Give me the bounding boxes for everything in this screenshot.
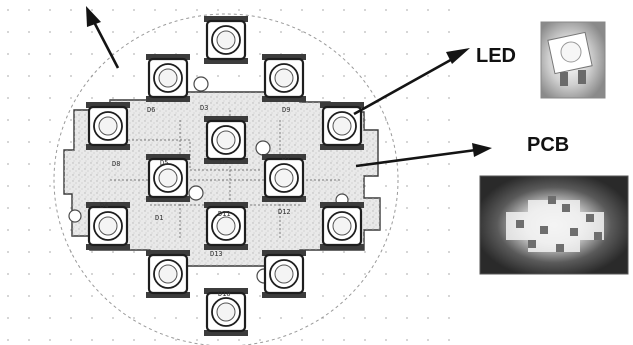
pcb-photo: [479, 175, 629, 275]
led-package: [262, 54, 306, 102]
silkscreen-label: D13: [210, 250, 223, 258]
mounting-hole: [68, 209, 82, 223]
led-package: [320, 102, 364, 150]
led-package: [320, 202, 364, 250]
silkscreen-label: D10: [218, 290, 231, 298]
silkscreen-label: D6: [147, 106, 155, 114]
led-package: [262, 154, 306, 202]
led-label: LED: [476, 45, 516, 67]
led-package: [204, 16, 248, 64]
arrow-pcb: [355, 143, 492, 168]
led-package: [146, 54, 190, 102]
mounting-hole: [188, 185, 204, 201]
mounting-hole: [193, 76, 209, 92]
silkscreen-label: D7: [282, 154, 290, 162]
silkscreen-label: D1: [155, 214, 163, 222]
silkscreen-label: D5: [160, 159, 168, 167]
silkscreen-label: D12: [278, 208, 291, 216]
board-outline: [53, 13, 399, 345]
led-photo: [540, 21, 606, 99]
pcb-label: PCB: [527, 134, 569, 156]
led-package: [204, 116, 248, 164]
led-package: [204, 288, 248, 336]
mounting-hole: [255, 140, 271, 156]
led-package: [262, 250, 306, 298]
silkscreen-label: D8: [112, 160, 120, 168]
led-package: [204, 202, 248, 250]
silkscreen-label: D4: [100, 202, 108, 210]
led-package: [146, 250, 190, 298]
led-package: [86, 202, 130, 250]
arrow-led: [353, 48, 470, 116]
silkscreen-label: D2: [220, 158, 228, 166]
led-package: [146, 154, 190, 202]
led-package: [86, 102, 130, 150]
silkscreen-label: D11: [218, 210, 231, 218]
silkscreen-label: D3: [200, 104, 208, 112]
arrow-top-left: [86, 6, 120, 69]
silkscreen-label: D9: [282, 106, 290, 114]
led-array: [86, 16, 364, 336]
